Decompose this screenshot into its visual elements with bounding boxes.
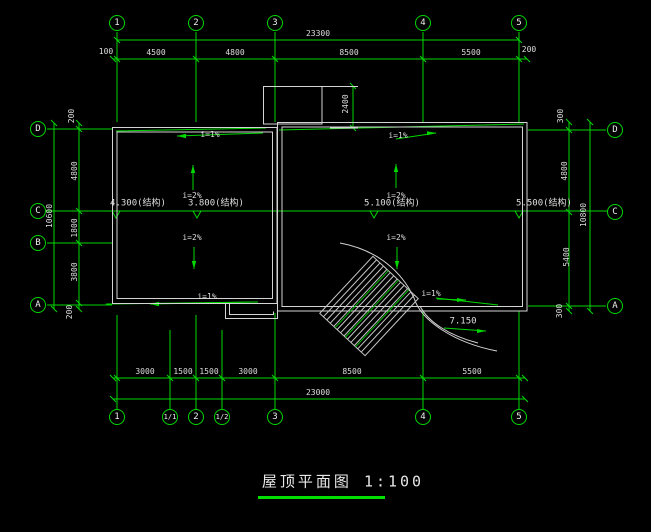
slope-label-top-left: i=1% [200,130,220,139]
grid-bubble-bottom-1-1: 1/1 [162,409,178,425]
dim-right-total: 10800 [579,202,588,228]
slope-label-bottom-left: i=1% [197,292,217,301]
grid-bubble-bottom-4: 4 [415,409,431,425]
dim-bottom-seg-2: 1500 [173,367,193,376]
dim-right-overhang-bottom: 300 [555,303,564,319]
dim-top-seg-1: 4500 [146,48,166,57]
dim-bottom-seg-5: 8500 [342,367,362,376]
grid-bubble-right-A: A [607,298,623,314]
dim-right-seg-2: 5400 [562,247,571,267]
grid-bubble-top-2: 2 [188,15,204,31]
grid-bubble-bottom-5: 5 [511,409,527,425]
dim-bottom-seg-3: 1500 [199,367,219,376]
dim-left-total: 10600 [45,203,54,229]
dim-chimney-width: 2400 [341,94,350,114]
slope-label-mid-left-up: i=2% [182,191,202,200]
grid-bubble-bottom-1: 1 [109,409,125,425]
slope-label-mid-right-down: i=2% [386,233,406,242]
grid-bubble-top-3: 3 [267,15,283,31]
grid-bubble-right-D: D [607,122,623,138]
dim-right-overhang-top: 300 [556,108,565,124]
grid-bubble-bottom-1-2: 1/2 [214,409,230,425]
grid-bubble-left-B: B [30,235,46,251]
title-underline [258,496,385,499]
grid-bubble-left-D: D [30,121,46,137]
slope-label-bottom-right: i=1% [421,289,441,298]
dim-left-seg-2: 1800 [70,218,79,238]
dim-right-seg-1: 4800 [560,161,569,181]
dim-top-overhang-right: 200 [521,45,537,54]
dim-top-seg-2: 4800 [225,48,245,57]
grid-bubble-top-1: 1 [109,15,125,31]
elevation-label-5500: 5.500(结构) [516,198,572,209]
dim-top-overhang-left: 100 [98,47,114,56]
dim-bottom-total: 23000 [305,388,331,397]
drawing-title: 屋顶平面图 1:100 [261,472,425,491]
dim-left-overhang-top: 200 [67,108,76,124]
elevation-label-4300: 4.300(结构) [110,198,166,209]
dim-bottom-seg-6: 5500 [462,367,482,376]
elevation-label-eave-7150: 7.150 [449,316,477,327]
dim-left-seg-1: 4800 [70,161,79,181]
elevation-label-5100: 5.100(结构) [364,198,420,209]
dim-top-seg-3: 8500 [339,48,359,57]
elevation-label-3800: 3.800(结构) [188,198,244,209]
dim-left-overhang-bottom: 200 [65,304,74,320]
dim-left-seg-3: 3800 [70,262,79,282]
dim-top-seg-4: 5500 [461,48,481,57]
dim-bottom-seg-1: 3000 [135,367,155,376]
grid-bubble-left-C: C [30,203,46,219]
grid-bubble-top-5: 5 [511,15,527,31]
grid-bubble-left-A: A [30,297,46,313]
grid-bubble-bottom-3: 3 [267,409,283,425]
slope-label-mid-right-up: i=2% [386,191,406,200]
slope-label-mid-left-down: i=2% [182,233,202,242]
grid-bubble-bottom-2: 2 [188,409,204,425]
dim-bottom-seg-4: 3000 [238,367,258,376]
grid-bubble-right-C: C [607,204,623,220]
dim-top-total: 23300 [305,29,331,38]
grid-bubble-top-4: 4 [415,15,431,31]
slope-label-top-right: i=1% [388,131,408,140]
